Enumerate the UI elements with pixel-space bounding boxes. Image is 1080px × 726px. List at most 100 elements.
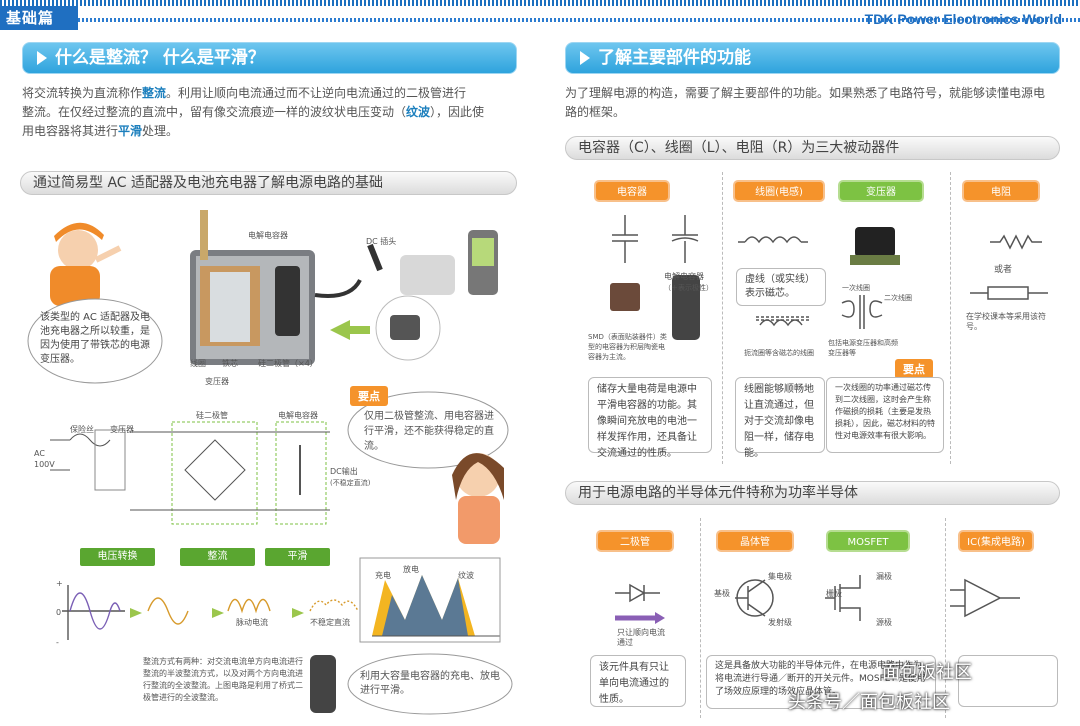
circuit-dcout-sub: (不稳定直流) <box>330 479 371 487</box>
adapter-illustration <box>190 210 498 365</box>
tag-transistor: 晶体管 <box>716 530 794 552</box>
left-title: 什么是整流？ 什么是平滑？ <box>55 48 265 68</box>
tag-ic: IC(集成电路) <box>958 530 1034 552</box>
arrow-icons <box>130 608 304 618</box>
inductor-symbol <box>738 236 808 244</box>
col-divider <box>950 172 951 464</box>
circuit-dcout-label: DC输出 <box>330 467 358 476</box>
girl-illustration <box>452 453 504 544</box>
left-intro: 将交流转换为直流称作整流。利用让顺向电流通过而不让逆向电流通过的二极管进行 整流… <box>22 86 485 138</box>
passive-symbols <box>610 215 1048 340</box>
bjt-collector: 集电极 <box>768 572 792 581</box>
label-silicon-diode: 硅二极管（×4） <box>258 359 318 368</box>
tag-resistor: 电阻 <box>962 180 1040 202</box>
adapter-bubble-text: 该类型的 AC 适配器及电池充电器之所以较重，是因为使用了带铁芯的电源变压器。 <box>40 312 151 365</box>
left-illustration <box>27 210 513 715</box>
top-stripe <box>0 0 1080 6</box>
ic-desc-box <box>958 655 1058 707</box>
tag-smooth: 平滑 <box>265 548 330 566</box>
col-divider <box>700 518 701 718</box>
trans-note: 包括电源变压器和高频变压器等 <box>828 339 898 357</box>
bjt-base: 基极 <box>714 589 730 598</box>
trans-desc-box: 一次线圈的功率通过磁芯传到二次线圈，这时会产生称作磁损的损耗（主要是发热损耗），… <box>826 377 944 453</box>
tag-diode: 二极管 <box>596 530 674 552</box>
label-coil: 线圈 <box>190 359 206 368</box>
tag-transformer: 变压器 <box>838 180 924 202</box>
cap-desc-box: 储存大量电荷是电源中平滑电容器的功能。其像瞬间充放电的电池一样发挥作用，还具备让… <box>588 377 712 459</box>
resistor-box <box>987 286 1029 300</box>
mos-drain: 漏极 <box>876 572 892 581</box>
section-label: 基础篇 <box>0 6 78 30</box>
mos-gate: 栅极 <box>826 589 842 598</box>
trans-primary-label: 一次线圈 <box>842 284 870 292</box>
wave-plus: + <box>56 579 63 588</box>
label-dc-plug: DC 插头 <box>366 237 397 246</box>
col-divider <box>722 172 723 464</box>
diode-forward-note: 只让顺向电流通过 <box>617 628 665 647</box>
transformer-symbol <box>841 300 883 318</box>
trans-point-badge: 要点 <box>895 359 933 379</box>
circuit-diode-label: 硅二极管 <box>196 411 228 420</box>
tag-voltage-convert: 电压转换 <box>80 548 155 566</box>
brand-title: TDK Power Electronics World <box>864 11 1062 27</box>
circuit-ac-label: AC <box>34 449 45 458</box>
capacitor-symbol <box>612 215 638 263</box>
label-core: 铁芯 <box>222 359 238 368</box>
coil-note: 虚线（或实线）表示磁芯。 <box>736 268 826 306</box>
label-electrolytic-cap: 电解电容器 <box>248 231 288 240</box>
trans-secondary-label: 二次线圈 <box>884 294 912 302</box>
top-dotted-line <box>78 18 1080 22</box>
right-subheader-semi: 用于电源电路的半导体元件特称为功率半导体 <box>565 481 1060 505</box>
left-section-header: 什么是整流？ 什么是平滑？ <box>22 42 517 74</box>
tag-rectify: 整流 <box>180 548 255 566</box>
circuit-fuse-label: 保险丝 <box>70 425 94 434</box>
right-section-header: 了解主要部件的功能 <box>565 42 1060 74</box>
cap-elec-polarity: （＋表示极性） <box>664 284 713 292</box>
diode-desc-box: 该元件具有只让单向电流通过的性质。 <box>590 655 686 707</box>
circuit-diagram <box>50 421 330 525</box>
waveform-row <box>62 585 359 640</box>
res-or-label: 或者 <box>994 265 1013 275</box>
ripple-chart <box>359 557 501 643</box>
ripple-discharge-label: 放电 <box>403 565 419 574</box>
smooth-bubble-text: 利用大容量电容器的充电、放电进行平滑。 <box>360 671 500 696</box>
mos-source: 源极 <box>876 618 892 627</box>
electrolytic-symbol <box>671 215 699 263</box>
ripple-label: 纹波 <box>458 571 474 580</box>
bjt-desc-box: 这是具备放大功能的半导体元件，在电源电路中作为将电流进行导通／断开的开关元件。M… <box>706 655 936 709</box>
ripple-charge-label: 充电 <box>375 571 391 580</box>
wave-pulse-label: 脉动电流 <box>236 618 268 627</box>
tag-coil: 线圈(电感) <box>733 180 825 202</box>
wave-unstable-label: 不稳定直流 <box>310 618 350 627</box>
resistor-zigzag <box>990 234 1042 250</box>
smd-character <box>610 275 700 340</box>
tag-mosfet: MOSFET <box>826 530 910 552</box>
right-intro: 为了理解电源的构造，需要了解主要部件的功能。如果熟悉了电路符号，就能够读懂电源电… <box>565 86 1046 119</box>
diode-symbol <box>615 583 660 603</box>
point-text: 仅用二极管整流、用电容器进行平滑，还不能获得稳定的直流。 <box>364 411 494 452</box>
coil-choke-label: 扼流圈等含磁芯的线圈 <box>744 349 814 357</box>
capacitor-character <box>310 655 336 713</box>
cap-elec-label: 电解电容器 <box>664 272 704 281</box>
right-subheader-passive: 电容器（C）、线圈（L）、电阻（R）为三大被动器件 <box>565 136 1060 160</box>
watermark: 头条号／面包板社区 <box>788 692 950 713</box>
label-transformer: 变压器 <box>205 377 229 386</box>
watermark-top: 面包板社区 <box>882 662 972 683</box>
coil-desc-box: 线圈能够顺畅地让直流通过，但对于交流却像电阻一样，储存电能。 <box>735 377 825 459</box>
circuit-transformer-label: 变压器 <box>110 425 134 434</box>
res-note: 在学校课本等采用该符号。 <box>966 312 1046 331</box>
play-icon <box>580 51 590 65</box>
wave-minus: - <box>56 638 59 647</box>
bjt-emitter: 发射级 <box>768 618 792 627</box>
left-subheader: 通过简易型 AC 适配器及电池充电器了解电源电路的基础 <box>20 171 517 195</box>
play-icon <box>37 51 47 65</box>
cap-smd-note: SMD（表面贴装器件）类型的电容器为积层陶瓷电容器为主流。 <box>588 333 667 361</box>
boy-illustration <box>50 222 122 306</box>
rectify-note: 整流方式有两种：对交流电流单方向电流进行整流的半波整流方式，以及对两个方向电流进… <box>143 657 303 702</box>
circuit-100v-label: 100V <box>34 460 55 469</box>
circuit-cap-label: 电解电容器 <box>278 411 318 420</box>
wave-zero: 0 <box>56 608 62 617</box>
ic-symbol <box>950 578 1020 618</box>
right-title: 了解主要部件的功能 <box>598 48 751 68</box>
